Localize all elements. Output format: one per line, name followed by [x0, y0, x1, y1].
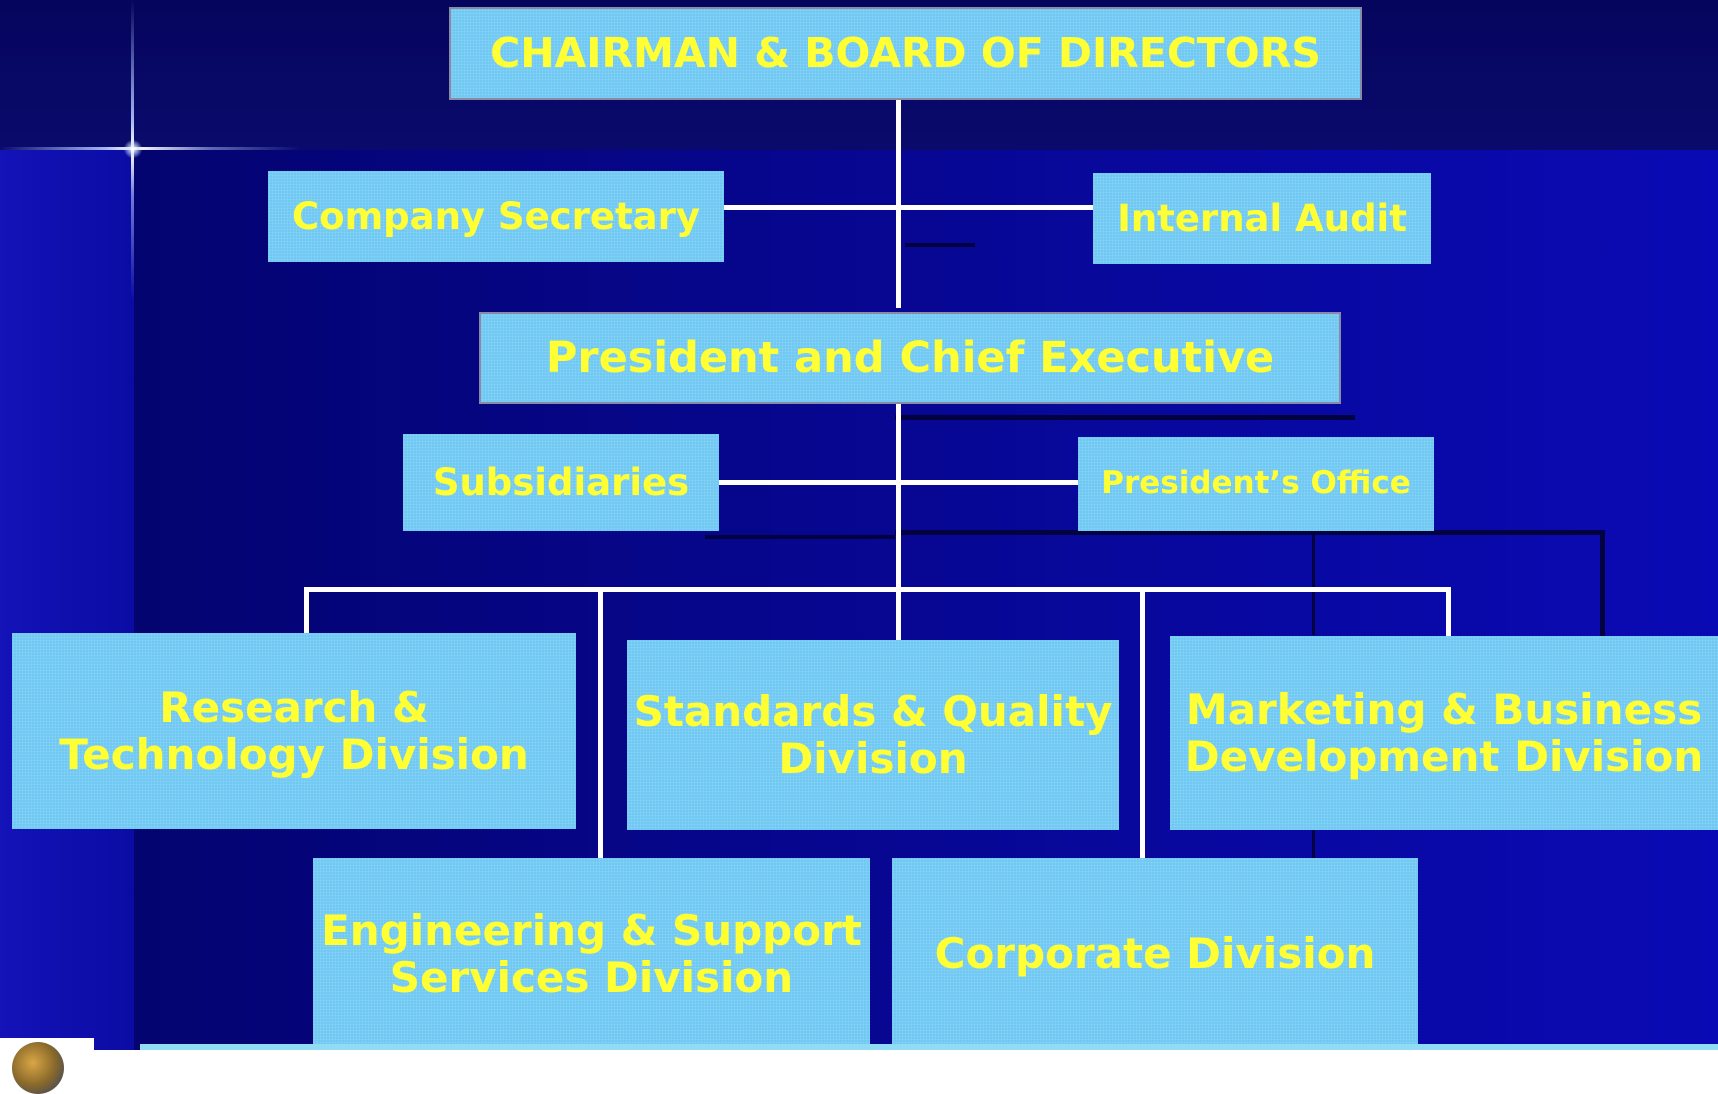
connector-subsidiaries-office: [718, 480, 1080, 485]
light-flare-icon: [124, 140, 142, 158]
light-flare-horizontal: [0, 147, 300, 150]
node-corporate-division: Corporate Division: [892, 858, 1418, 1050]
node-chairman-label: CHAIRMAN & BOARD OF DIRECTORS: [490, 29, 1321, 78]
node-marketing-business-division: Marketing & Business Development Divisio…: [1170, 636, 1718, 830]
connector-corporate: [1140, 590, 1145, 860]
connector-research: [304, 587, 309, 637]
node-internal-audit: Internal Audit: [1093, 173, 1431, 264]
decorative-shadow-line: [1312, 535, 1315, 635]
decorative-shadow-line: [895, 530, 1605, 535]
node-president-label: President and Chief Executive: [545, 332, 1275, 383]
decorative-shadow-line: [905, 243, 975, 247]
node-presidents-office-label: President’s Office: [1101, 465, 1411, 502]
connector-divisions-bus: [304, 587, 1451, 592]
footer-strip: [140, 1044, 1718, 1050]
node-corporate-label: Corporate Division: [934, 929, 1376, 979]
left-band: [0, 150, 134, 1050]
decorative-shadow-line: [895, 415, 1355, 420]
node-research-technology-label: Research & Technology Division: [59, 682, 529, 779]
node-company-secretary-label: Company Secretary: [292, 194, 700, 238]
connector-engineering: [598, 590, 603, 860]
connector-president-divisions: [896, 402, 901, 642]
decorative-shadow-line: [705, 535, 895, 539]
node-standards-quality-label: Standards & Quality Division: [633, 686, 1113, 783]
node-engineering-support-division: Engineering & Support Services Division: [313, 858, 870, 1050]
connector-chairman-president: [896, 98, 901, 308]
node-standards-quality-division: Standards & Quality Division: [627, 640, 1119, 830]
node-company-secretary: Company Secretary: [268, 171, 724, 262]
node-chairman-board: CHAIRMAN & BOARD OF DIRECTORS: [449, 7, 1362, 100]
node-subsidiaries: Subsidiaries: [403, 434, 719, 531]
node-presidents-office: President’s Office: [1078, 437, 1434, 531]
node-internal-audit-label: Internal Audit: [1117, 196, 1407, 240]
decorative-shadow-line: [1600, 530, 1605, 640]
globe-logo-icon: [0, 1038, 94, 1094]
node-research-technology-division: Research & Technology Division: [12, 633, 576, 829]
node-subsidiaries-label: Subsidiaries: [432, 460, 690, 504]
node-marketing-business-label: Marketing & Business Development Divisio…: [1184, 684, 1704, 781]
connector-marketing: [1446, 587, 1451, 637]
connector-secretary-audit: [722, 205, 1094, 210]
node-president: President and Chief Executive: [479, 312, 1341, 404]
node-engineering-support-label: Engineering & Support Services Division: [321, 905, 862, 1002]
